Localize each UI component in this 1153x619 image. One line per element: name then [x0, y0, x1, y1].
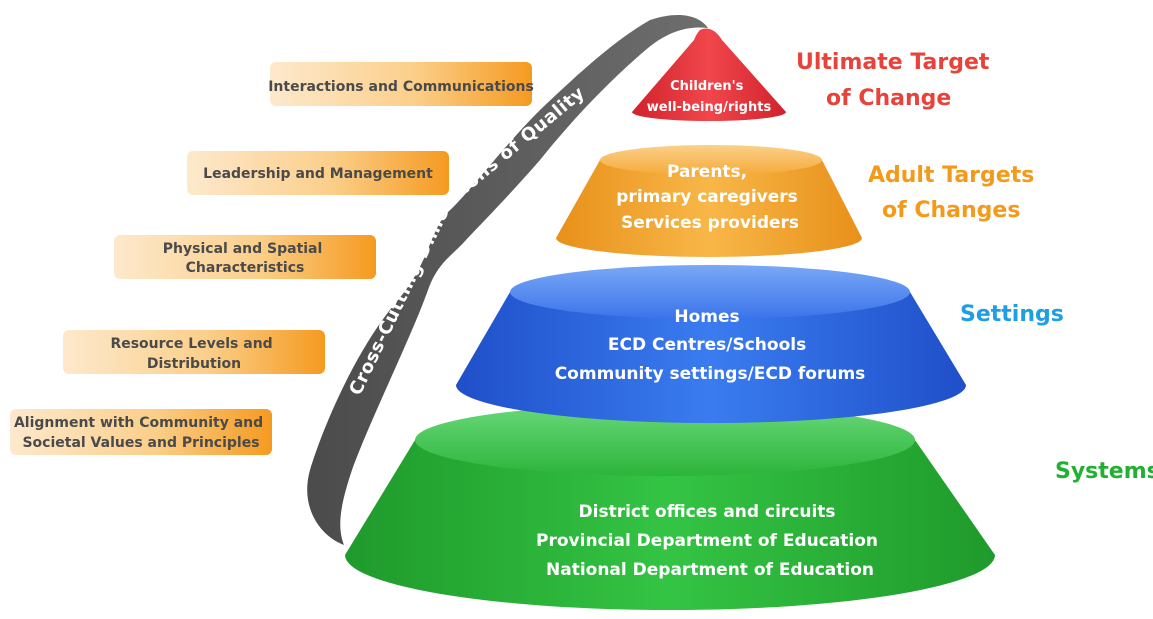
svg-text:Leadership and Management: Leadership and Management	[203, 166, 433, 182]
label-ultimate-target: Ultimate Target of Change	[796, 50, 997, 111]
tier-text: Community settings/ECD forums	[555, 364, 866, 384]
dimension-label: Interactions and Communications	[268, 79, 534, 95]
svg-text:Children's well-being/ri: Children's well-being/rights	[647, 79, 772, 115]
label-settings: Settings	[960, 302, 1064, 327]
dimension-label: Distribution	[147, 356, 241, 372]
dimension-box-5: Alignment with Community and Societal Va…	[10, 409, 272, 455]
dimension-label: Alignment with Community and	[14, 415, 263, 431]
tier-text: Provincial Department of Education	[536, 531, 878, 551]
label-systems: Systems	[1055, 459, 1153, 484]
tier-text: primary caregivers	[616, 187, 798, 207]
tier-text: Homes	[674, 307, 739, 327]
tier-adult-targets: Parents, primary caregivers Services pro…	[556, 145, 862, 257]
svg-text:Interactions and Communication: Interactions and Communications	[268, 79, 534, 95]
tier-text: ECD Centres/Schools	[608, 335, 806, 355]
tier-settings: Homes ECD Centres/Schools Community sett…	[456, 265, 966, 423]
dimension-label: Resource Levels and	[110, 336, 272, 352]
svg-text:Alignment with Community and: Alignment with Community and Societal Va…	[14, 415, 268, 451]
svg-text:Homes ECD Centres/School: Homes ECD Centres/Schools Community sett…	[555, 307, 866, 384]
dimension-label: Societal Values and Principles	[22, 435, 259, 451]
tier-systems: District offices and circuits Provincial…	[345, 404, 995, 610]
dimension-box-2: Leadership and Management	[187, 151, 449, 195]
dimension-label: Characteristics	[186, 260, 305, 276]
svg-text:District offices and circuits: District offices and circuits Provincial…	[536, 502, 884, 580]
dimension-label: Leadership and Management	[203, 166, 433, 182]
tier-text: Services providers	[621, 213, 799, 233]
svg-text:Physical and Spatial Cha: Physical and Spatial Characteristics	[163, 241, 327, 276]
dimension-box-4: Resource Levels and Distribution	[63, 330, 325, 374]
svg-text:Resource Levels and Dist: Resource Levels and Distribution	[110, 336, 277, 372]
tier-text: District offices and circuits	[579, 502, 836, 522]
tier-text: Children's	[670, 79, 743, 94]
dimension-box-3: Physical and Spatial Characteristics	[114, 235, 376, 279]
dimension-box-1: Interactions and Communications	[268, 62, 534, 106]
tier-text: well-being/rights	[647, 100, 772, 115]
tier-ultimate-target: Children's well-being/rights	[632, 28, 786, 121]
dimension-label: Physical and Spatial	[163, 241, 323, 257]
tier-text: Parents,	[667, 162, 747, 182]
svg-text:Parents, primary caregiv: Parents, primary caregivers Services pro…	[616, 162, 803, 233]
label-adult-targets: Adult Targets of Changes	[868, 163, 1042, 223]
tier-text: National Department of Education	[546, 560, 874, 580]
